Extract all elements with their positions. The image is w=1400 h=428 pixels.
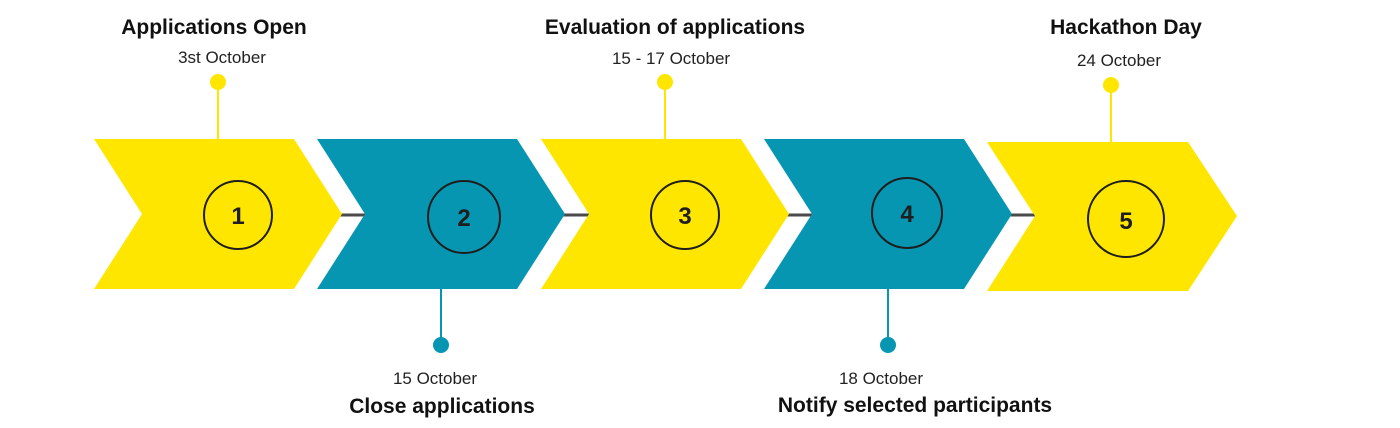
step-number-3: 3 — [678, 203, 691, 230]
step-4: 4 18 October Notify selected participant… — [764, 139, 1052, 417]
marker-dot-2 — [433, 337, 449, 353]
step-date-5: 24 October — [1077, 51, 1161, 70]
step-title-5: Hackathon Day — [1050, 16, 1202, 39]
step-ring-2 — [427, 180, 501, 254]
step-number-5: 5 — [1119, 208, 1132, 235]
step-title-2: Close applications — [349, 395, 535, 418]
chevron-5 — [987, 142, 1237, 291]
marker-dot-1 — [210, 74, 226, 90]
step-number-1: 1 — [231, 203, 244, 230]
marker-dot-3 — [657, 74, 673, 90]
step-ring-3 — [650, 180, 720, 250]
marker-dot-4 — [880, 337, 896, 353]
step-ring-1 — [203, 180, 273, 250]
step-title-3: Evaluation of applications — [545, 16, 805, 39]
step-number-4: 4 — [900, 201, 914, 228]
step-2: 2 15 October Close applications — [317, 139, 565, 418]
step-3: 3 Evaluation of applications 15 - 17 Oct… — [541, 16, 805, 289]
step-title-1: Applications Open — [121, 16, 307, 39]
step-1: 1 Applications Open 3st October — [94, 16, 342, 289]
step-ring-5 — [1087, 180, 1165, 258]
chevron-3 — [541, 139, 789, 289]
step-date-4: 18 October — [839, 369, 923, 388]
step-date-2: 15 October — [393, 369, 477, 388]
chevron-2 — [317, 139, 565, 289]
step-title-4: Notify selected participants — [778, 394, 1052, 417]
step-number-2: 2 — [457, 205, 470, 232]
chevron-1 — [94, 139, 342, 289]
chevron-4 — [764, 139, 1012, 289]
marker-dot-5 — [1103, 77, 1119, 93]
step-5: 5 Hackathon Day 24 October — [987, 16, 1237, 291]
step-date-3: 15 - 17 October — [612, 49, 730, 68]
step-date-1: 3st October — [178, 48, 266, 67]
step-ring-4 — [871, 177, 943, 249]
